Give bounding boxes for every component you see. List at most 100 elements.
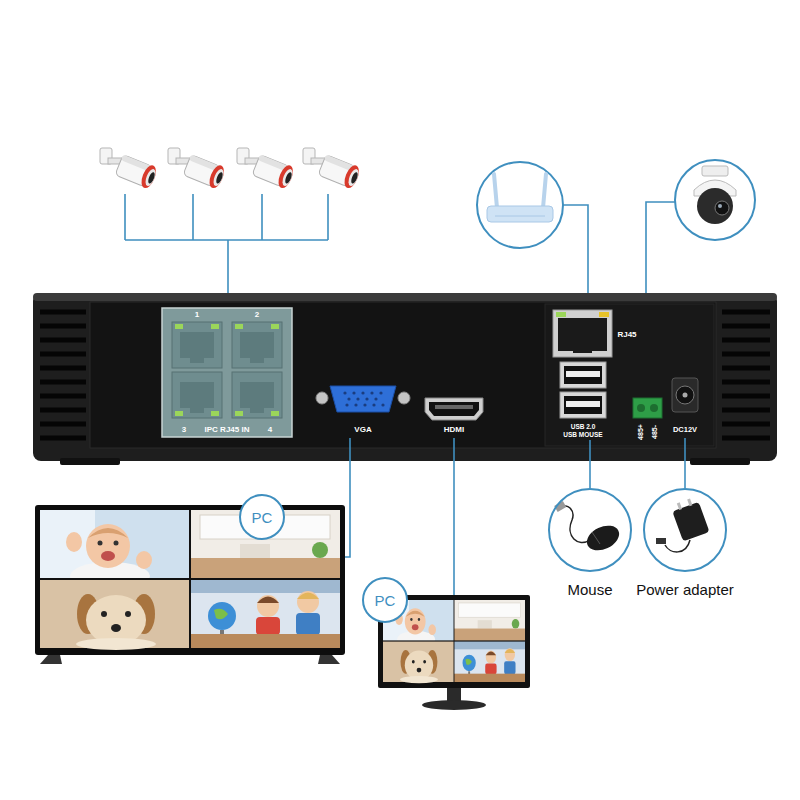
ip-cameras-part bbox=[100, 148, 159, 190]
vga-connector-part bbox=[330, 386, 396, 412]
dc-power-jack-part bbox=[676, 386, 694, 404]
vga-connector-part bbox=[343, 391, 384, 406]
vga-connector-part bbox=[398, 392, 410, 404]
ip-cameras-part bbox=[168, 148, 227, 190]
hdmi-connector-part bbox=[425, 398, 483, 420]
ipc-rj45-ports-part-part bbox=[180, 382, 214, 408]
vga-connector-part-part bbox=[363, 403, 366, 406]
ipc-rj45-ports-part-part bbox=[240, 332, 274, 358]
nvr-housing-part-part bbox=[40, 324, 86, 329]
port-label: USB 2.0 bbox=[571, 424, 596, 431]
pc-bubble-label: PC bbox=[252, 510, 273, 525]
mouse-icon-part bbox=[583, 521, 623, 555]
dc-power-jack-part bbox=[683, 393, 688, 398]
ptz-camera-icon-part bbox=[702, 166, 728, 176]
router-icon-part bbox=[543, 174, 546, 208]
port-label: RJ45 bbox=[617, 331, 636, 339]
ipc-rj45-ports-part-part bbox=[250, 356, 264, 363]
tv-illustration bbox=[35, 495, 345, 664]
port-label: IPC RJ45 IN bbox=[205, 426, 250, 434]
mouse-icon-part bbox=[592, 532, 600, 544]
port-label: 3 bbox=[182, 426, 186, 434]
nvr-housing-part-part bbox=[40, 338, 86, 343]
ip-cameras-part bbox=[303, 148, 362, 190]
lan-connector bbox=[553, 310, 612, 357]
ipc-rj45-ports bbox=[162, 308, 292, 437]
usb-connectors-part bbox=[566, 401, 600, 407]
device-label: Power adapter bbox=[636, 582, 734, 597]
vga-connector-part-part bbox=[345, 403, 348, 406]
rs485-terminal-block bbox=[633, 398, 662, 418]
vga-connector-part-part bbox=[381, 403, 384, 406]
ipc-rj45-ports-part-part bbox=[172, 322, 222, 368]
power-adapter-icon-part-part bbox=[687, 499, 692, 507]
cable-line bbox=[684, 438, 686, 488]
rs485-terminal-block-part bbox=[633, 398, 662, 418]
usb-connectors-part bbox=[566, 371, 600, 377]
ipc-rj45-ports-part-part bbox=[211, 324, 219, 329]
nvr-housing-part-part bbox=[722, 338, 770, 343]
nvr-housing-part bbox=[60, 458, 120, 465]
lan-connector-part bbox=[573, 347, 592, 353]
power-adapter-icon bbox=[656, 496, 710, 552]
pin-label: 485+ bbox=[637, 424, 644, 440]
vga-connector-part-part bbox=[365, 397, 368, 400]
ptz-camera-icon-part bbox=[694, 180, 736, 196]
ipc-rj45-ports-part-part bbox=[172, 372, 222, 418]
monitor-illustration-part bbox=[378, 595, 530, 688]
power-adapter-icon-part bbox=[656, 538, 666, 544]
ipc-rj45-ports-part-part bbox=[175, 411, 183, 416]
power-adapter-icon-part bbox=[665, 540, 690, 552]
mouse-icon-part bbox=[562, 506, 590, 543]
link-wires-part bbox=[563, 205, 588, 308]
lan-port: RJ45 bbox=[553, 308, 648, 358]
nvr-housing-part-part bbox=[722, 408, 770, 413]
power-adapter: Power adapter bbox=[627, 488, 743, 600]
port-label: DC12V bbox=[673, 426, 697, 434]
port-label: USB MOUSE bbox=[563, 432, 602, 439]
ipc-rj45-ports-part bbox=[175, 324, 279, 416]
nvr-housing-part-part bbox=[40, 380, 86, 385]
link-wires-part bbox=[125, 194, 328, 308]
device-label: Mouse bbox=[567, 582, 612, 597]
vga-connector-part-part bbox=[356, 397, 359, 400]
pin-label: 485- bbox=[651, 425, 658, 439]
ipc-rj45-ports-part-part bbox=[190, 356, 204, 363]
hdmi-connector-part bbox=[429, 402, 479, 416]
pc-monitor: PC bbox=[378, 595, 530, 688]
ptz-camera-icon-part bbox=[697, 188, 733, 224]
ipc-port-block: 123IPC RJ45 IN4 bbox=[162, 308, 292, 437]
ip-cameras bbox=[100, 148, 362, 190]
nvr-housing-part-part bbox=[40, 352, 86, 357]
rs485-terminal-block-part bbox=[637, 404, 645, 412]
port-label: VGA bbox=[354, 426, 371, 434]
vga-connector-part-part bbox=[372, 403, 375, 406]
rs485-terminal-block-part bbox=[650, 404, 658, 412]
ipc-rj45-ports-part-part bbox=[235, 411, 243, 416]
vga-connector-part-part bbox=[343, 391, 346, 394]
usb-connectors-part bbox=[564, 366, 602, 384]
ptz-camera-icon-part bbox=[675, 160, 755, 240]
ipc-rj45-ports-part-part bbox=[235, 324, 243, 329]
nvr-housing-part-part bbox=[40, 422, 86, 427]
nvr-housing-part bbox=[33, 293, 777, 461]
nvr-housing-part-part bbox=[40, 394, 86, 399]
nvr-housing-part bbox=[40, 312, 770, 438]
usb-connectors-part bbox=[560, 392, 606, 418]
lan-connector-part bbox=[599, 312, 609, 317]
dc-power-jack bbox=[672, 378, 698, 412]
link-wires bbox=[125, 194, 675, 396]
ipc-rj45-ports-part-part bbox=[232, 322, 282, 368]
nvr-housing-part-part bbox=[722, 352, 770, 357]
ipc-rj45-ports-part-part bbox=[232, 372, 282, 418]
ipc-rj45-ports-part-part bbox=[271, 411, 279, 416]
power-adapter-icon-part-part bbox=[672, 502, 709, 542]
port-label: HDMI bbox=[444, 426, 464, 434]
link-wires-part bbox=[646, 202, 675, 396]
monitor-illustration-part bbox=[383, 600, 525, 683]
ipc-rj45-ports-part bbox=[162, 308, 292, 437]
ipc-rj45-ports-part-part bbox=[271, 324, 279, 329]
monitor-illustration-part bbox=[363, 578, 407, 622]
hdmi-port: HDMI bbox=[420, 395, 488, 438]
nvr-housing-part-part bbox=[722, 310, 770, 315]
